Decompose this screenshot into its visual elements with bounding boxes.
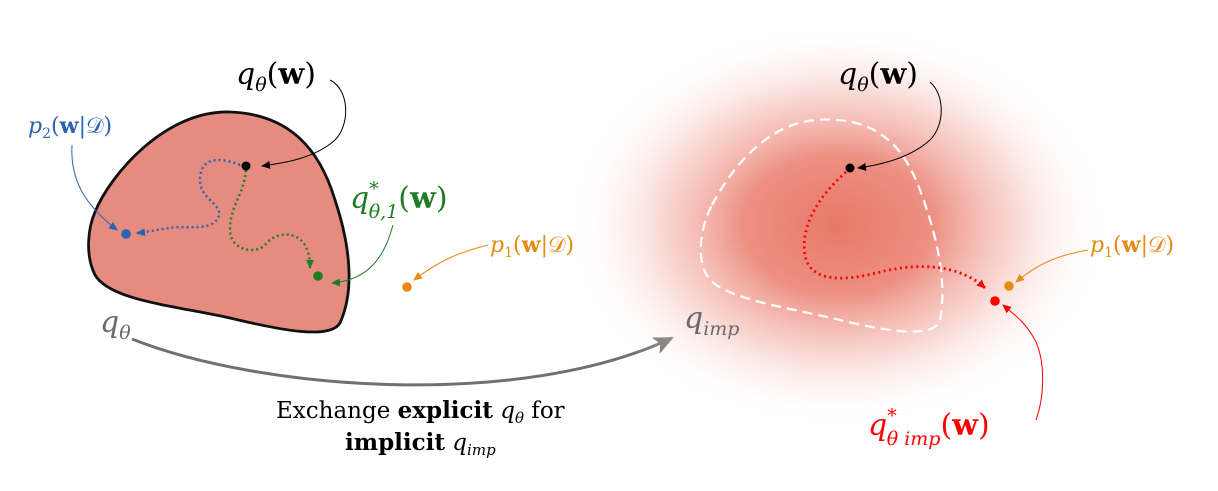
explicit-region [87,110,351,334]
label-p2: p2(w|𝒟) [28,113,112,142]
label-q-star-1: q*θ,1(w) [350,178,448,223]
q-star-1-pointer [331,224,394,287]
p1-point-left [402,282,412,292]
q-star-1-point [313,271,323,281]
label-q-theta-w-right: qθ(w) [838,57,918,96]
caption-line-2: implicit qimp [345,429,496,459]
exchange-arrow [131,336,674,387]
p1-right-pointer [1015,249,1089,283]
p2-point [121,229,131,239]
p1-left-pointer [413,244,489,281]
green-dotted-path [228,169,314,269]
label-q-theta-w-left: qθ(w) [236,57,316,96]
implicit-distribution-glow [568,25,1108,425]
label-q-star-imp: q*θ imp(w) [868,405,990,450]
q-theta-point-left [241,161,251,171]
label-p1-right: p1(w|𝒟) [1090,232,1174,261]
q-theta-pointer-left [261,79,347,169]
q-star-imp-point [990,296,1000,306]
label-p1-left: p1(w|𝒟) [490,232,574,261]
red-dotted-path [802,170,986,290]
q-star-imp-pointer [1002,304,1044,421]
p1-point-right [1004,281,1014,291]
caption-line-1: Exchange explicit qθ for [276,397,565,427]
q-theta-pointer-right [857,81,942,171]
implicit-dashed-boundary [699,118,944,333]
label-q-theta: qθ [100,305,131,344]
label-q-imp: qimp [684,301,739,340]
p2-pointer [71,144,118,231]
q-theta-point-right [845,163,855,173]
